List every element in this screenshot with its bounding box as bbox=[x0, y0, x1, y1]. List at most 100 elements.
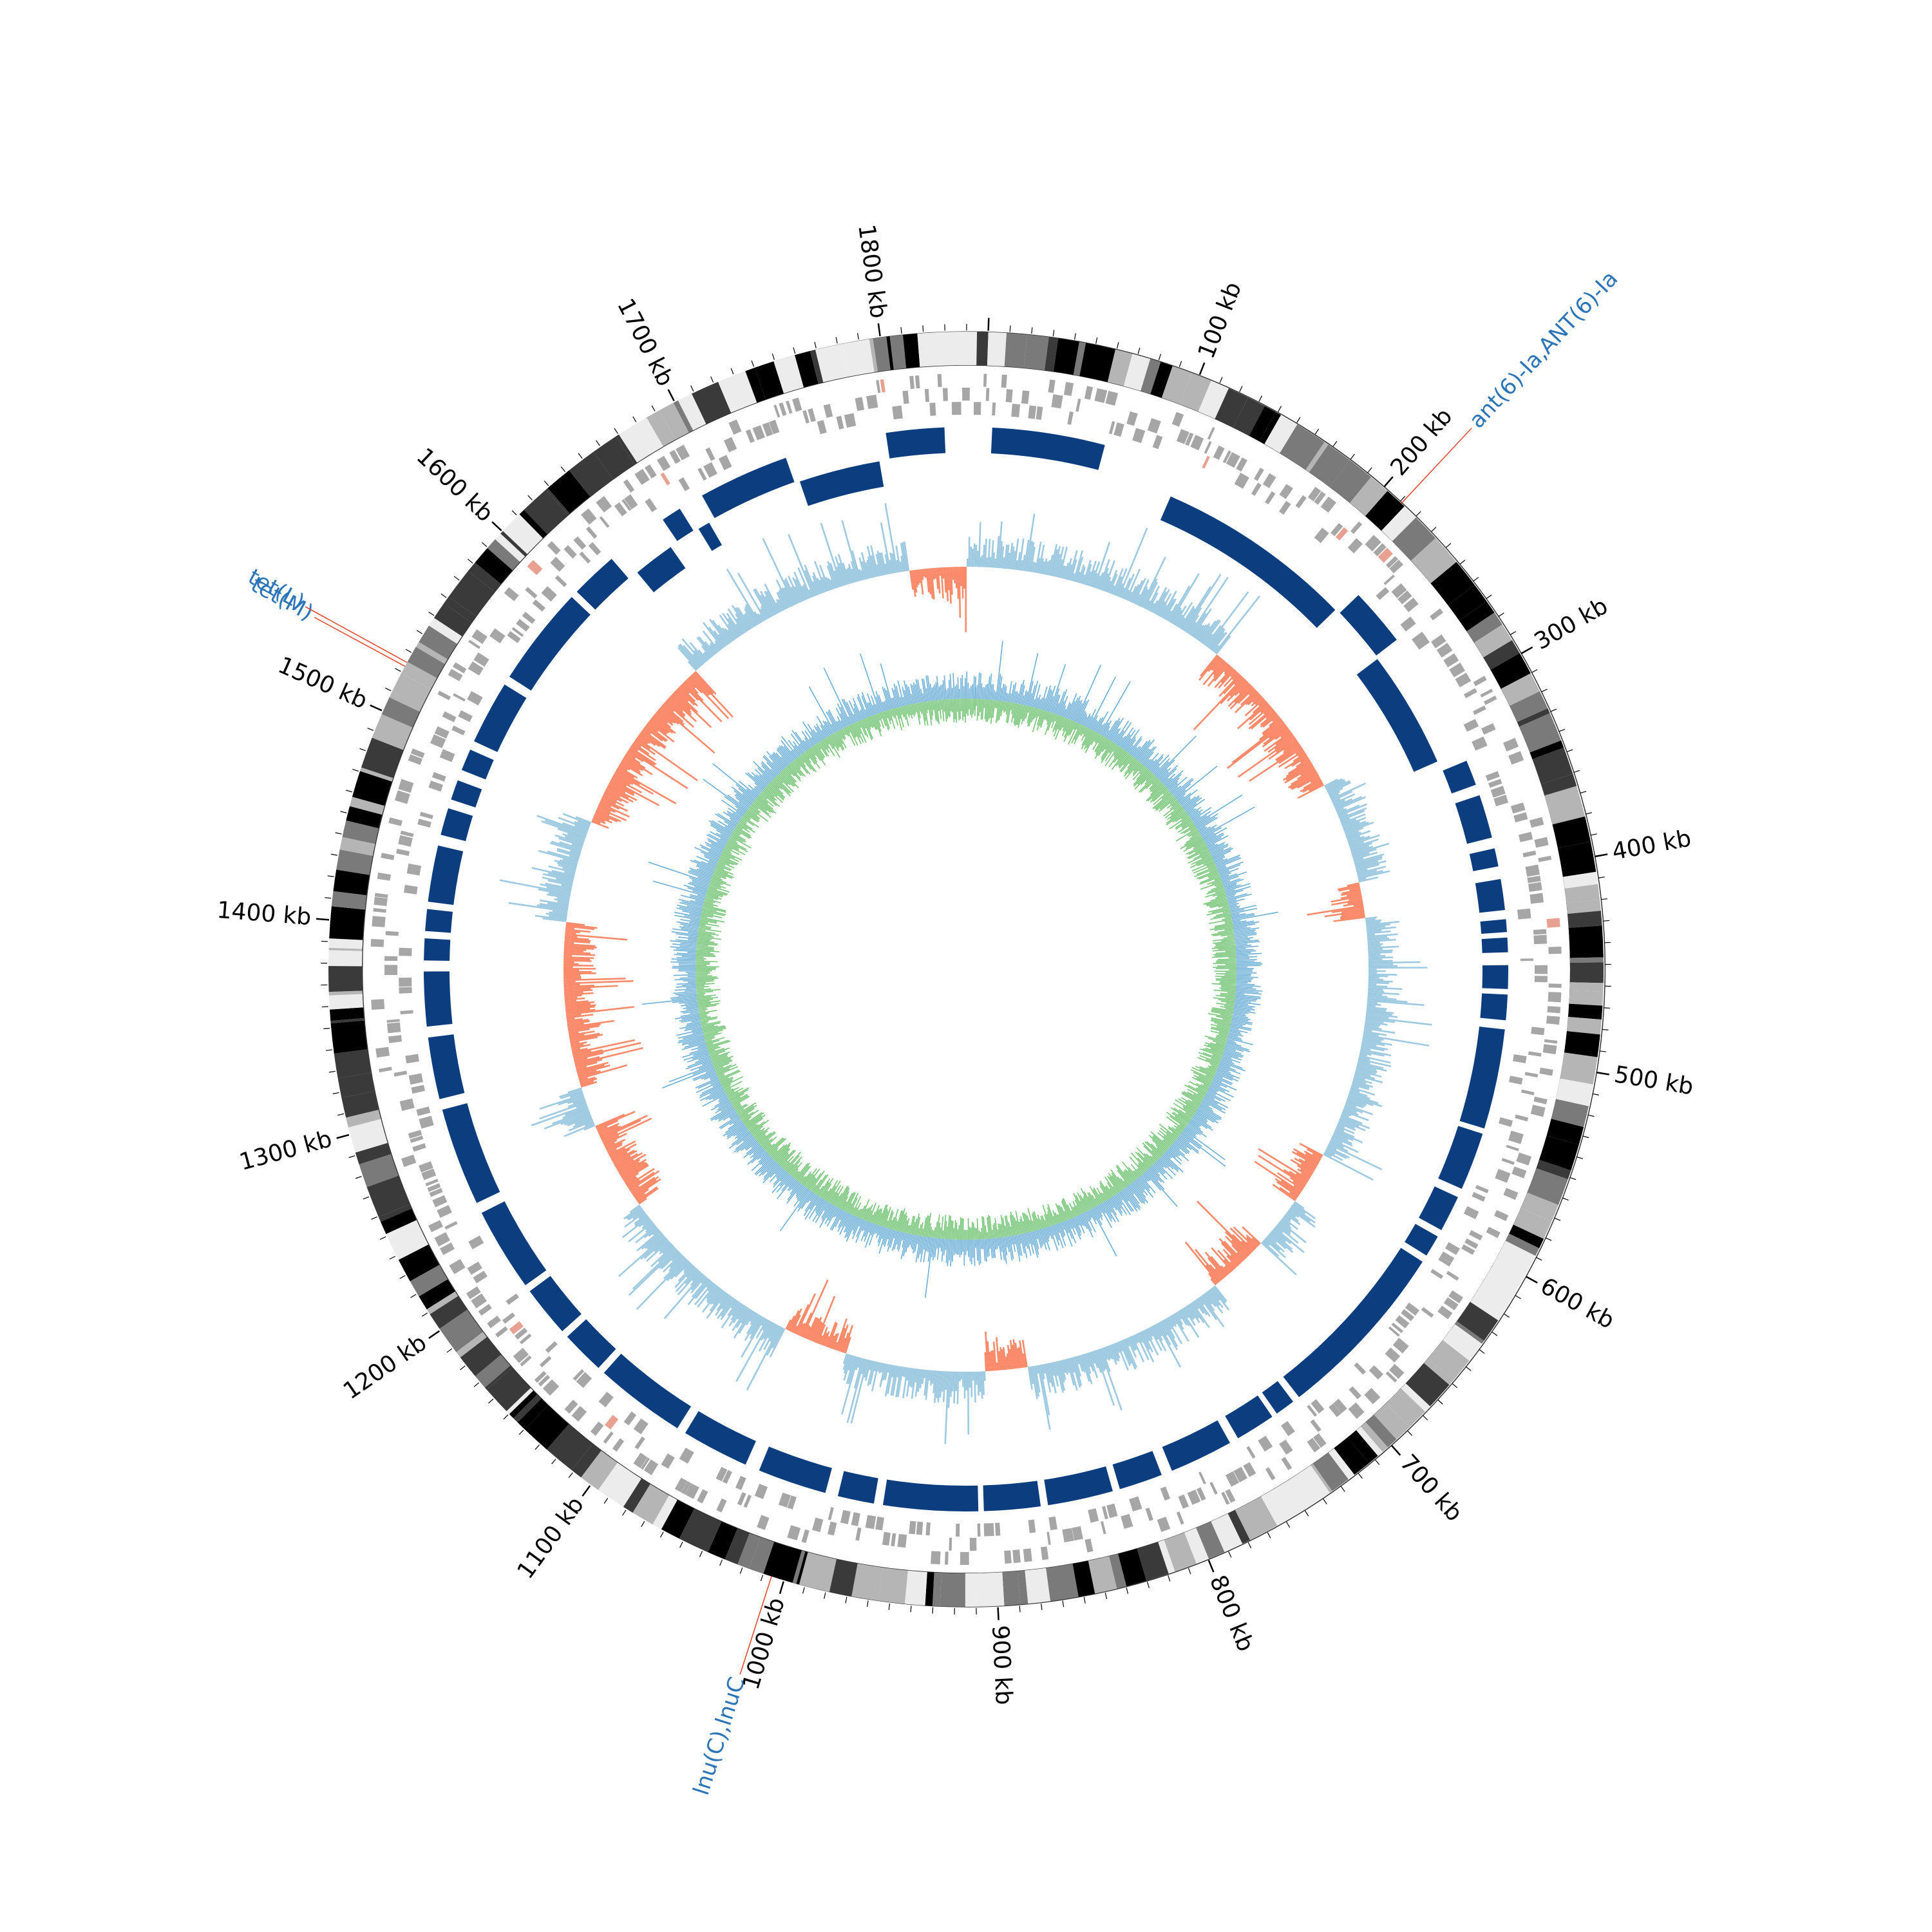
gc-bar-outer bbox=[1138, 748, 1150, 762]
gc-bar-inner bbox=[1200, 875, 1220, 884]
gene-feature bbox=[1524, 1072, 1539, 1078]
skew-bar bbox=[1223, 1259, 1235, 1271]
gc-bar-outer bbox=[804, 730, 815, 746]
gc-bar-inner bbox=[1162, 789, 1169, 795]
gc-bar-outer bbox=[1094, 717, 1102, 732]
skew-bar bbox=[1252, 700, 1267, 714]
skew-bar bbox=[1223, 1266, 1231, 1274]
skew-bar bbox=[1262, 1240, 1280, 1257]
skew-bar bbox=[1346, 830, 1371, 840]
gc-bar-outer bbox=[1058, 701, 1065, 715]
gc-bar-outer bbox=[1235, 943, 1247, 946]
synteny-block bbox=[1162, 1420, 1230, 1471]
gc-bar-outer bbox=[1222, 875, 1239, 883]
gc-bar-inner bbox=[904, 1220, 908, 1233]
gc-bar-outer bbox=[726, 1122, 744, 1136]
skew-bar bbox=[775, 579, 791, 608]
gc-bar-inner bbox=[746, 1115, 762, 1128]
gc-bar-inner bbox=[938, 699, 942, 719]
gc-bar-inner bbox=[1199, 1066, 1216, 1074]
gene-feature bbox=[487, 1315, 501, 1329]
gc-bar-outer bbox=[1188, 806, 1202, 817]
gene-feature bbox=[640, 1457, 650, 1470]
karyotype-band bbox=[1161, 366, 1192, 404]
skew-bar bbox=[572, 1047, 588, 1053]
gc-bar-outer bbox=[648, 861, 710, 884]
skew-bar bbox=[600, 799, 620, 810]
skew-bar bbox=[1338, 886, 1360, 892]
karyotype-band bbox=[500, 531, 527, 557]
gc-bar-inner bbox=[1166, 810, 1186, 824]
gc-bar-outer bbox=[1224, 883, 1251, 892]
gc-bar-outer bbox=[868, 1224, 877, 1245]
skew-bar bbox=[668, 1255, 685, 1272]
gc-bar-inner bbox=[701, 911, 714, 915]
gc-bar-outer bbox=[792, 741, 803, 754]
skew-bar bbox=[570, 1036, 598, 1043]
gc-bar-inner bbox=[873, 715, 882, 737]
gc-bar-inner bbox=[1037, 1214, 1043, 1229]
gc-bar-outer bbox=[704, 856, 718, 863]
minor-tick bbox=[1286, 1521, 1291, 1528]
gc-bar-inner bbox=[928, 1223, 931, 1238]
gc-bar-inner bbox=[1188, 848, 1209, 860]
gc-bar-outer bbox=[837, 1211, 847, 1228]
skew-bar bbox=[597, 1126, 608, 1132]
skew-bar bbox=[1175, 614, 1184, 627]
skew-bar bbox=[544, 1110, 590, 1130]
karyotype-band bbox=[1233, 397, 1265, 436]
skew-bar bbox=[1144, 1329, 1159, 1356]
synteny-block bbox=[1459, 1027, 1505, 1129]
gc-bar-outer bbox=[913, 682, 918, 703]
gc-bar-inner bbox=[1160, 1128, 1176, 1141]
skew-bar bbox=[927, 568, 932, 594]
skew-bar bbox=[1018, 538, 1025, 571]
skew-bar bbox=[1366, 1011, 1392, 1016]
gc-bar-inner bbox=[785, 1155, 800, 1171]
gc-bar-outer bbox=[1125, 736, 1137, 752]
skew-bar bbox=[1307, 905, 1364, 916]
gc-bar-inner bbox=[1153, 790, 1170, 805]
skew-bar bbox=[610, 1143, 637, 1159]
gene-feature bbox=[1373, 543, 1387, 556]
skew-bar bbox=[1245, 692, 1260, 705]
gc-bar-outer bbox=[752, 1148, 764, 1158]
gene-feature bbox=[1160, 1486, 1171, 1501]
gene-feature bbox=[1063, 382, 1074, 396]
gene-feature bbox=[421, 1168, 437, 1180]
skew-bar bbox=[567, 1019, 615, 1028]
gc-bar-inner bbox=[1150, 783, 1164, 796]
gc-bar-outer bbox=[687, 1054, 710, 1063]
gene-feature bbox=[716, 1498, 727, 1513]
skew-bar bbox=[850, 1359, 869, 1424]
skew-bar bbox=[1275, 732, 1293, 746]
gc-bar-outer bbox=[1018, 679, 1025, 705]
gc-bar-inner bbox=[1191, 1069, 1213, 1081]
gc-bar-outer bbox=[1119, 1191, 1134, 1212]
gc-bar-inner bbox=[853, 1207, 858, 1216]
major-tick bbox=[1520, 646, 1533, 654]
gc-bar-outer bbox=[926, 1236, 929, 1251]
skew-bar bbox=[600, 800, 612, 808]
gc-bar-outer bbox=[1232, 920, 1247, 924]
skew-bar bbox=[1009, 542, 1014, 569]
gc-bar-inner bbox=[752, 802, 772, 818]
gc-bar-outer bbox=[1032, 1231, 1039, 1255]
skew-bar bbox=[1184, 1306, 1195, 1320]
skew-bar bbox=[909, 1368, 914, 1387]
gc-bar-inner bbox=[763, 789, 777, 801]
gc-bar-outer bbox=[1129, 738, 1142, 755]
gc-bar-inner bbox=[703, 904, 726, 911]
skew-bar bbox=[1163, 1319, 1176, 1339]
gc-bar-inner bbox=[723, 1085, 731, 1090]
gene-feature bbox=[1348, 1402, 1365, 1419]
skew-bar bbox=[1234, 685, 1253, 703]
minor-tick bbox=[1437, 1399, 1443, 1405]
skew-bar bbox=[554, 860, 578, 867]
skew-bar bbox=[1346, 831, 1361, 838]
skew-bar bbox=[574, 1057, 588, 1063]
gene-feature bbox=[823, 404, 833, 418]
gc-bar-inner bbox=[774, 1144, 791, 1161]
skew-bar bbox=[580, 1077, 598, 1084]
gc-bar-outer bbox=[788, 739, 801, 756]
